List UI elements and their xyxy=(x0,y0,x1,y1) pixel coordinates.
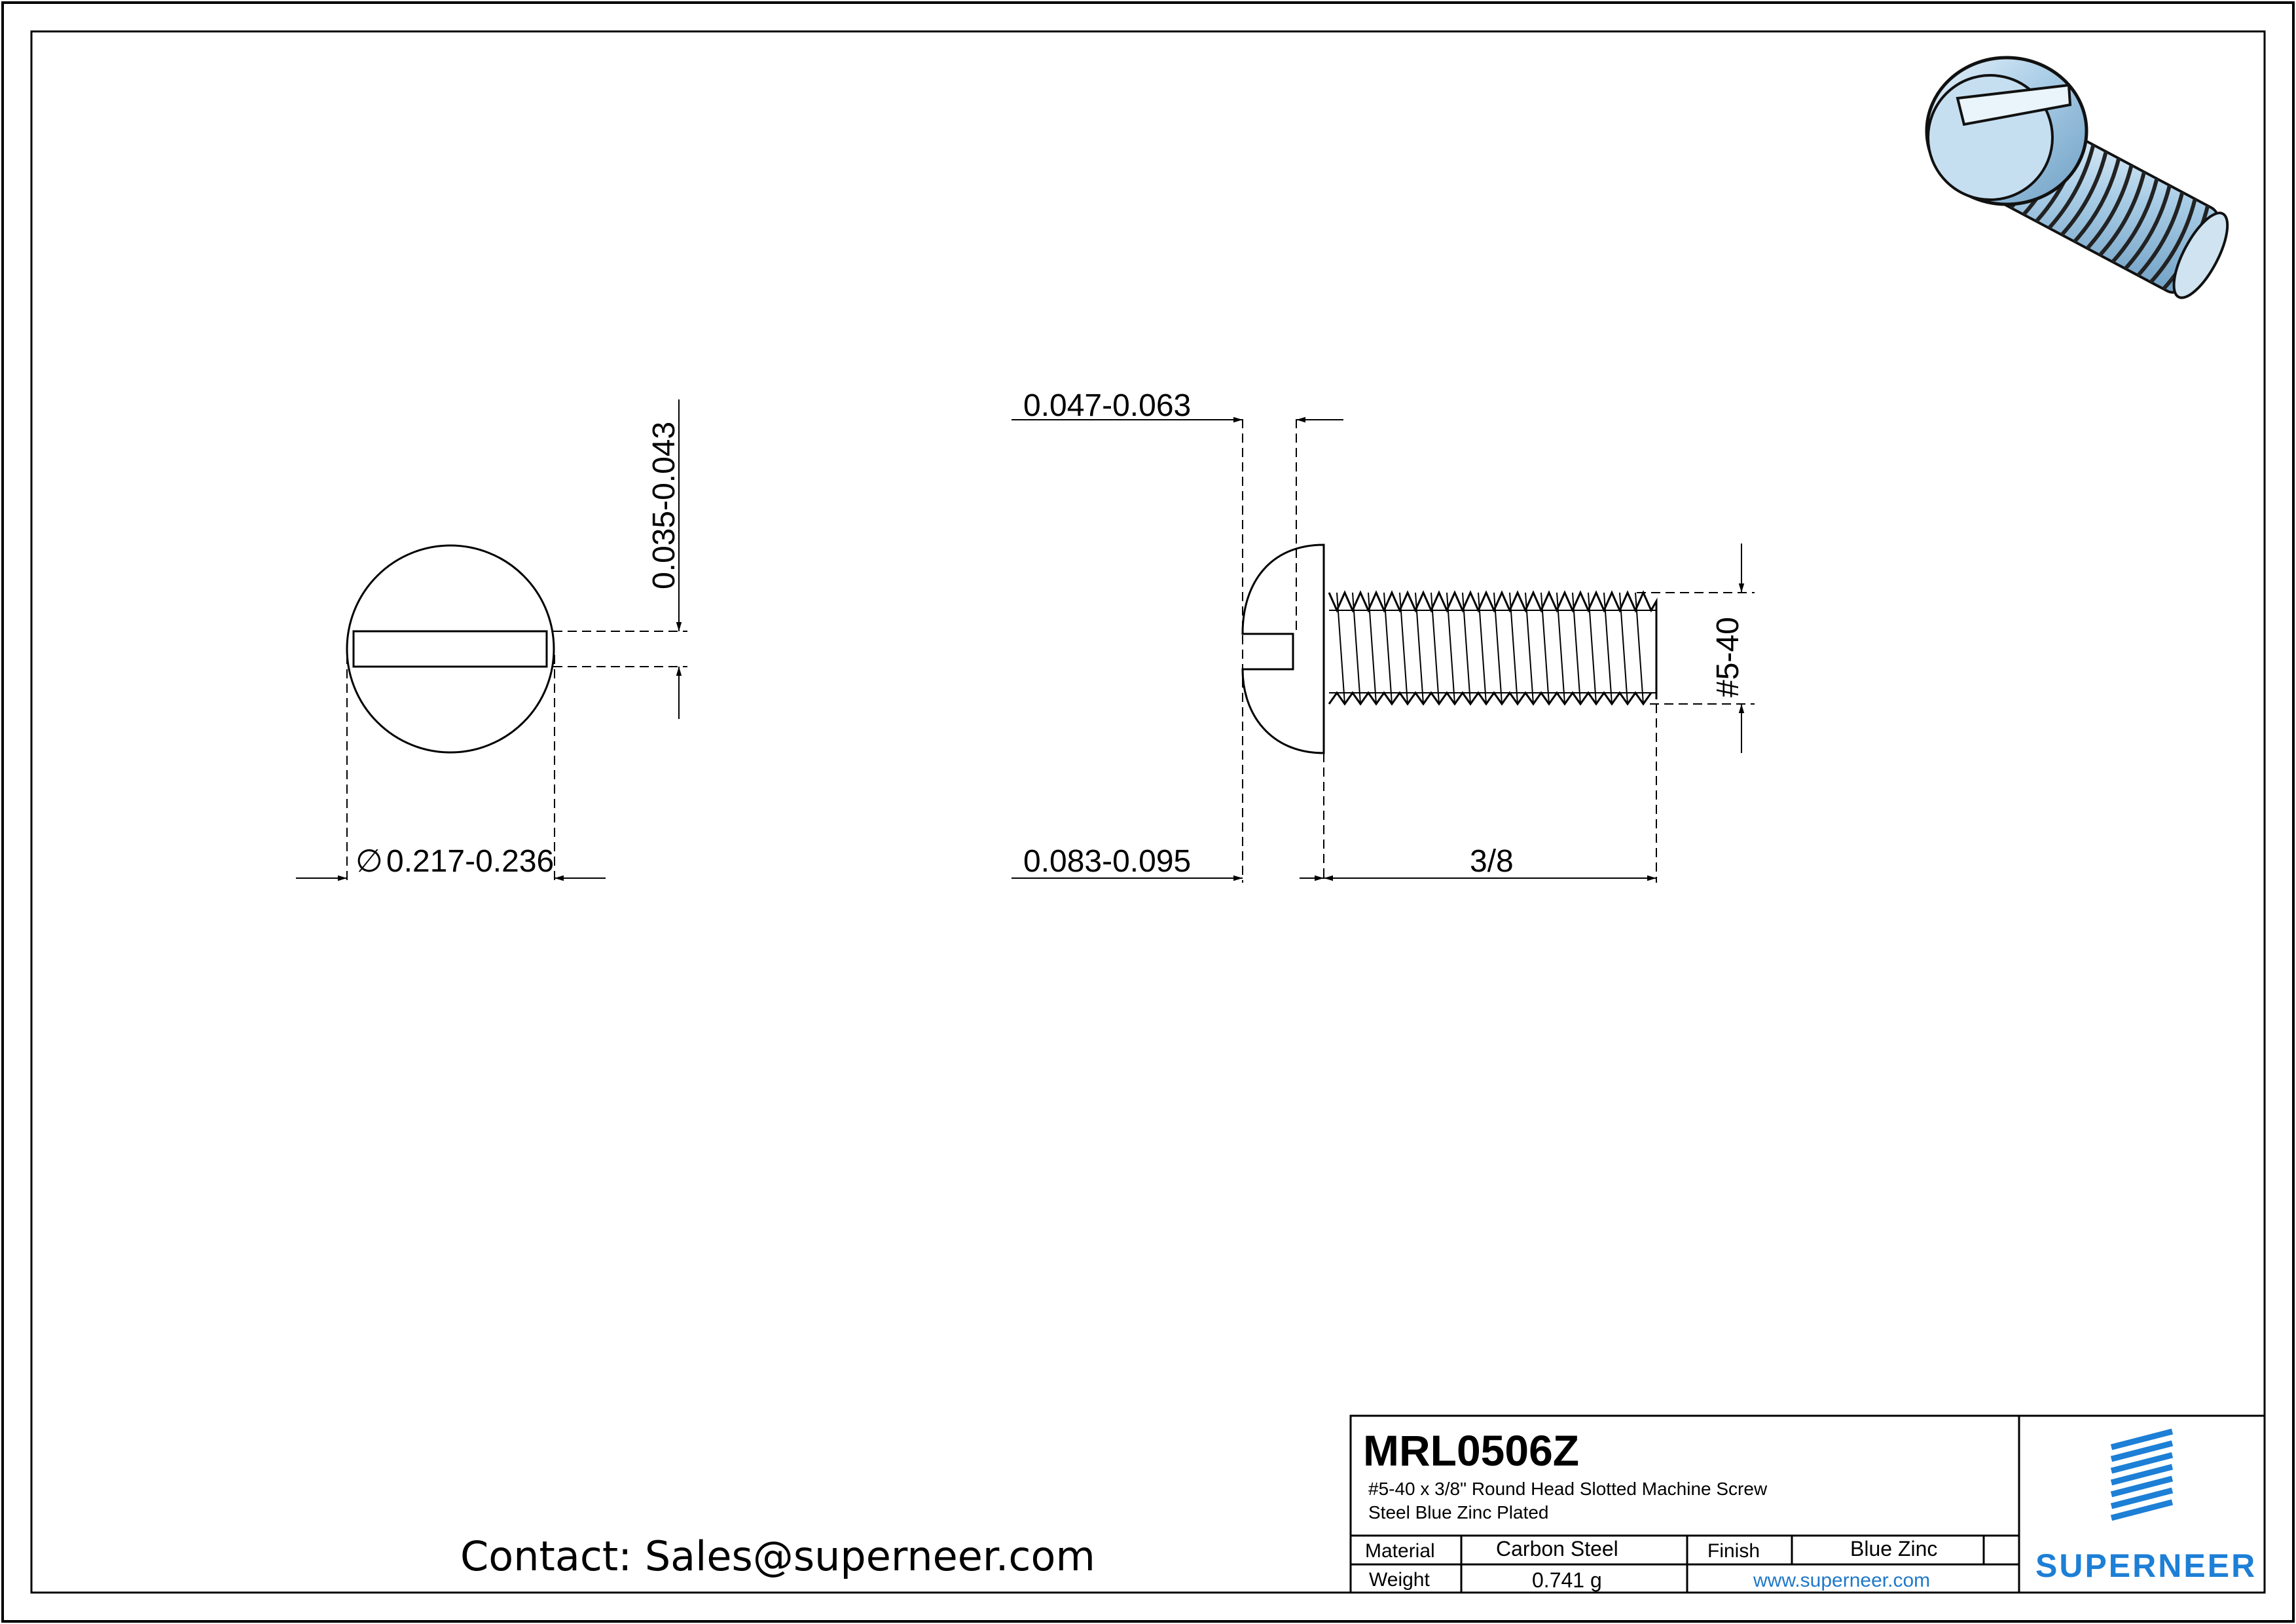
head-view-dimension-lines xyxy=(296,399,687,884)
thread-crest-line xyxy=(1336,592,1345,705)
thread-crest-line xyxy=(1556,592,1565,705)
iso-thread-ridge xyxy=(2136,191,2185,277)
thread-crest-line xyxy=(1415,592,1424,705)
thread-crest-line xyxy=(1540,592,1550,705)
thread-crest-line xyxy=(1619,592,1628,705)
head-height-label: 0.083-0.095 xyxy=(1023,844,1191,879)
contact-email[interactable]: Contact: Sales@superneer.com xyxy=(460,1532,1095,1580)
inner-border xyxy=(30,30,2266,1594)
head-top-view xyxy=(346,544,555,754)
website-link[interactable]: www.superneer.com xyxy=(1753,1570,1930,1591)
thread-crest-line xyxy=(1493,592,1503,705)
iso-thread-ridge xyxy=(2073,158,2121,244)
weight-value: 0.741 g xyxy=(1532,1568,1602,1592)
thread-crest-line xyxy=(1352,592,1361,705)
head-diameter-label: 0.217-0.236 xyxy=(386,844,554,879)
iso-thread-ridge xyxy=(2111,178,2159,263)
thread-crest-line xyxy=(1399,592,1408,705)
material-label: Material xyxy=(1365,1540,1435,1562)
round-head-profile xyxy=(1241,544,1325,754)
iso-thread-ridge xyxy=(2047,144,2096,230)
weight-label: Weight xyxy=(1369,1569,1430,1591)
length-label: 3/8 xyxy=(1470,844,1514,879)
thread-size-label: #5-40 xyxy=(1711,617,1745,697)
thread-crest-line xyxy=(1588,592,1597,705)
description-line-1: #5-40 x 3/8" Round Head Slotted Machine … xyxy=(1368,1479,1768,1499)
iso-thread-ridge xyxy=(2124,185,2172,270)
superneer-logo-icon xyxy=(2110,1428,2174,1521)
thread-crest-lines xyxy=(1336,592,1644,705)
thread-crest-line xyxy=(1430,592,1440,705)
thread-crest-line xyxy=(1525,592,1534,705)
finish-value: Blue Zinc xyxy=(1850,1537,1937,1560)
material-value: Carbon Steel xyxy=(1496,1537,1618,1560)
title-block xyxy=(1349,1414,2266,1594)
iso-thread-ridge xyxy=(2060,151,2108,236)
slot-width-label: 0.035-0.043 xyxy=(647,422,682,589)
thread-crest-line xyxy=(1368,592,1377,705)
thread-crest-line xyxy=(1478,592,1487,705)
iso-thread-ridge xyxy=(2085,164,2134,250)
diameter-symbol: ∅ xyxy=(355,844,383,879)
description-line-2: Steel Blue Zinc Plated xyxy=(1368,1502,1549,1522)
iso-thread-ridge xyxy=(2149,198,2197,284)
part-number: MRL0506Z xyxy=(1363,1426,1579,1475)
finish-label: Finish xyxy=(1707,1540,1760,1562)
thread-crest-line xyxy=(1383,592,1393,705)
screw-3d-render xyxy=(1925,56,2229,299)
iso-thread-ridge xyxy=(2098,171,2147,257)
head-slot xyxy=(352,630,548,668)
thread-crest-line xyxy=(1603,592,1613,705)
side-view-dimension-lines xyxy=(1011,416,1755,883)
brand-name: SUPERNEER xyxy=(2035,1547,2257,1584)
thread-crest-line xyxy=(1446,592,1455,705)
thread-crest-line xyxy=(1572,592,1581,705)
slot-depth-label: 0.047-0.063 xyxy=(1023,388,1191,423)
thread-crest-line xyxy=(1635,592,1644,705)
thread-crest-line xyxy=(1509,592,1518,705)
screw-head-circle xyxy=(346,544,555,754)
thread-crest-line xyxy=(1462,592,1471,705)
